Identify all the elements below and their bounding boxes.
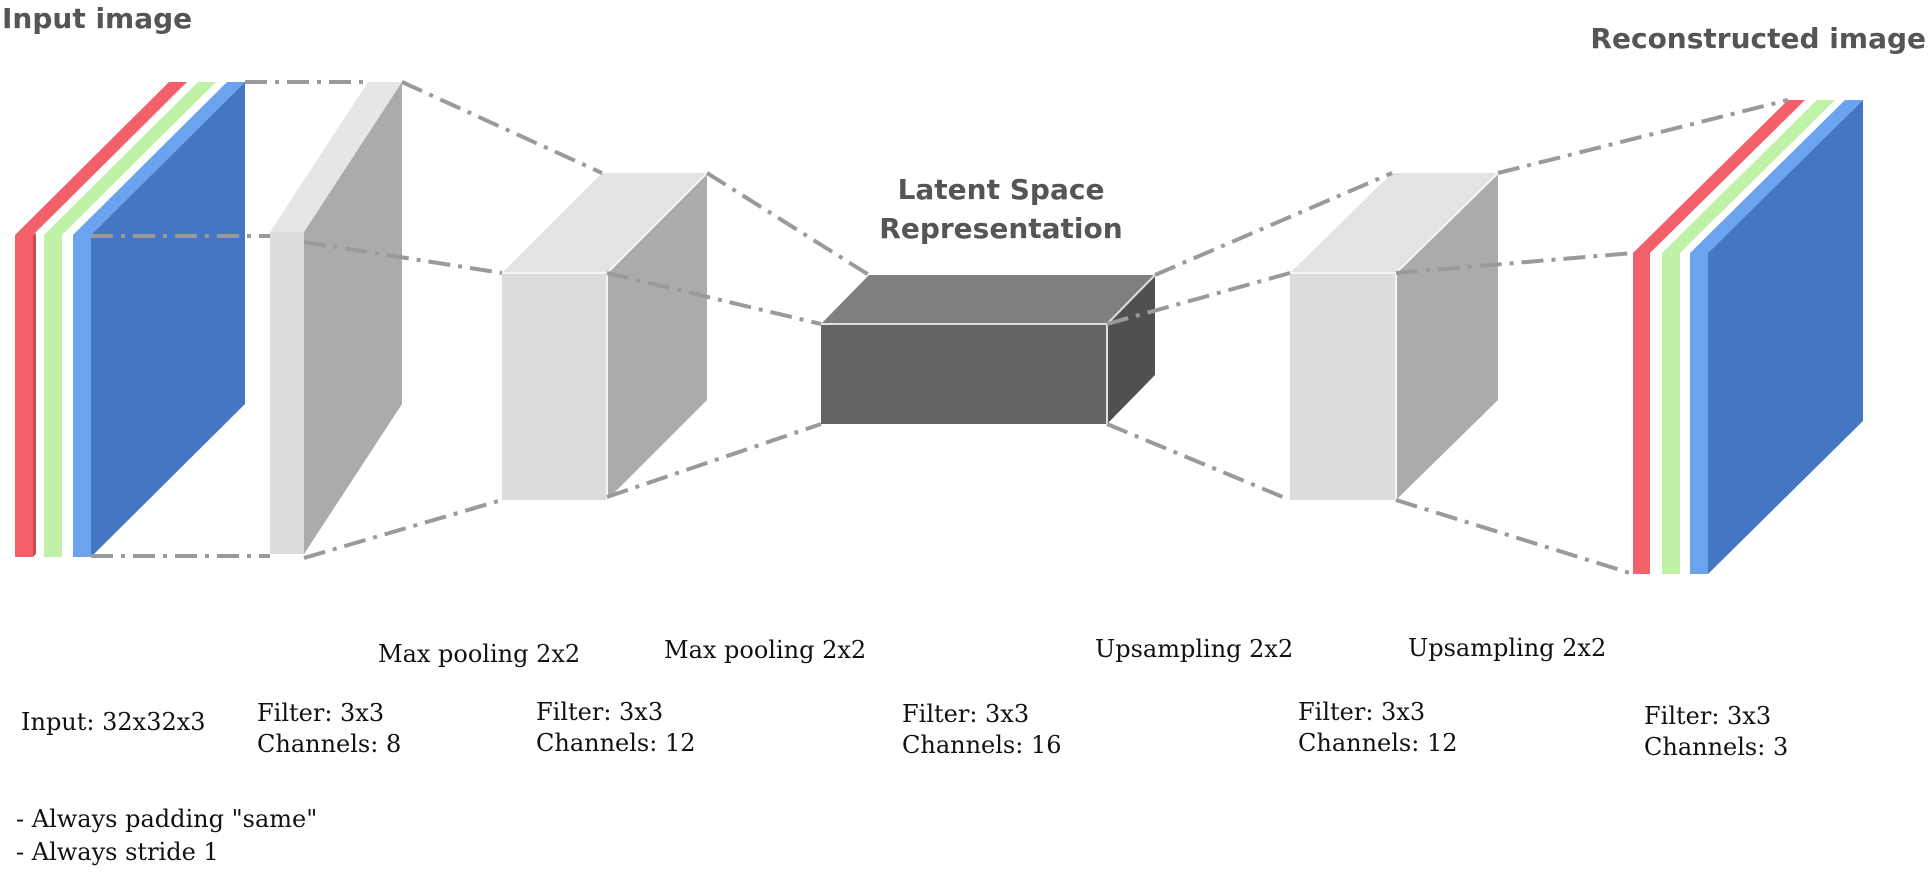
input-size-label: Input: 32x32x3 <box>21 708 206 736</box>
stride-note: - Always stride 1 <box>16 838 219 866</box>
input-blue-channel <box>91 82 245 557</box>
max-pooling-label-1: Max pooling 2x2 <box>378 640 580 668</box>
output-blue-channel <box>1708 100 1863 574</box>
guide-latent-deconv1-mid <box>1106 271 1291 326</box>
upsampling-label-1: Upsampling 2x2 <box>1095 635 1293 663</box>
guide-conv1-conv2-bottom <box>303 498 503 560</box>
conv2-block-front <box>502 273 607 500</box>
guide-conv2-latent-bottom <box>606 422 822 499</box>
output-red-channel-top <box>1633 100 1805 253</box>
input-red-channel <box>15 235 33 557</box>
guide-conv2-latent-mid <box>606 271 822 326</box>
deconv1-block-top <box>1290 173 1498 273</box>
max-pooling-label-2: Max pooling 2x2 <box>664 636 866 664</box>
input-blue-channel-edge <box>73 235 91 557</box>
latent-space-heading-line2: Representation <box>879 212 1122 245</box>
input-green-channel-top <box>44 82 216 235</box>
conv2-channels-label: Channels: 12 <box>536 729 696 757</box>
output-blue-channel-edge <box>1690 253 1708 574</box>
conv2-block-top <box>502 173 707 273</box>
latent-space-heading-line1: Latent Space <box>898 173 1105 206</box>
input-green-channel <box>44 235 62 557</box>
latent-block-top <box>821 275 1155 324</box>
input-image-stack <box>15 82 245 557</box>
conv1-block <box>270 82 402 554</box>
latent-block-edges <box>821 274 1156 424</box>
output-green-channel <box>1662 253 1680 574</box>
output-red-channel <box>1633 253 1650 574</box>
input-blue-channel-top <box>73 82 245 235</box>
output-filter-label: Filter: 3x3 <box>1644 702 1771 730</box>
guide-deconv1-output-bottom <box>1395 498 1634 576</box>
conv1-block-side <box>304 82 402 554</box>
deconv1-block-side <box>1396 173 1498 500</box>
connection-lines <box>91 80 1789 576</box>
output-channels-label: Channels: 3 <box>1644 733 1788 761</box>
output-green-channel-top <box>1662 100 1835 253</box>
input-image-heading: Input image <box>2 2 192 35</box>
latent-channels-label: Channels: 16 <box>902 731 1062 759</box>
conv2-block-side <box>607 173 707 500</box>
deconv1-block <box>1290 172 1499 500</box>
conv2-filter-label: Filter: 3x3 <box>536 698 663 726</box>
conv2-block <box>502 172 708 500</box>
latent-filter-label: Filter: 3x3 <box>902 700 1029 728</box>
deconv1-block-front <box>1290 273 1396 500</box>
deconv1-filter-label: Filter: 3x3 <box>1298 698 1425 726</box>
padding-note: - Always padding "same" <box>16 805 317 833</box>
guide-conv1-conv2-mid <box>303 240 503 275</box>
deconv1-block-edges <box>1290 172 1499 500</box>
latent-block <box>821 274 1156 424</box>
input-red-channel-top <box>15 82 187 235</box>
guide-conv1-conv2-top <box>401 80 603 175</box>
latent-block-front <box>821 324 1107 424</box>
input-red-channel-side <box>33 233 36 557</box>
deconv1-channels-label: Channels: 12 <box>1298 729 1458 757</box>
reconstructed-image-stack <box>1633 100 1863 574</box>
conv1-block-top <box>270 82 402 232</box>
guide-deconv1-output-top <box>1497 98 1789 175</box>
conv1-block-front <box>270 232 304 554</box>
guide-latent-deconv1-top <box>1154 171 1393 277</box>
guide-latent-deconv1-bottom <box>1106 422 1291 502</box>
output-blue-channel-top <box>1690 100 1863 253</box>
upsampling-label-2: Upsampling 2x2 <box>1408 634 1606 662</box>
conv2-block-edges <box>502 172 708 500</box>
guide-deconv1-output-mid <box>1395 251 1634 275</box>
reconstructed-image-heading: Reconstructed image <box>1590 22 1926 55</box>
conv1-filter-label: Filter: 3x3 <box>257 699 384 727</box>
guide-conv2-latent-top <box>705 171 871 277</box>
conv1-channels-label: Channels: 8 <box>257 730 401 758</box>
